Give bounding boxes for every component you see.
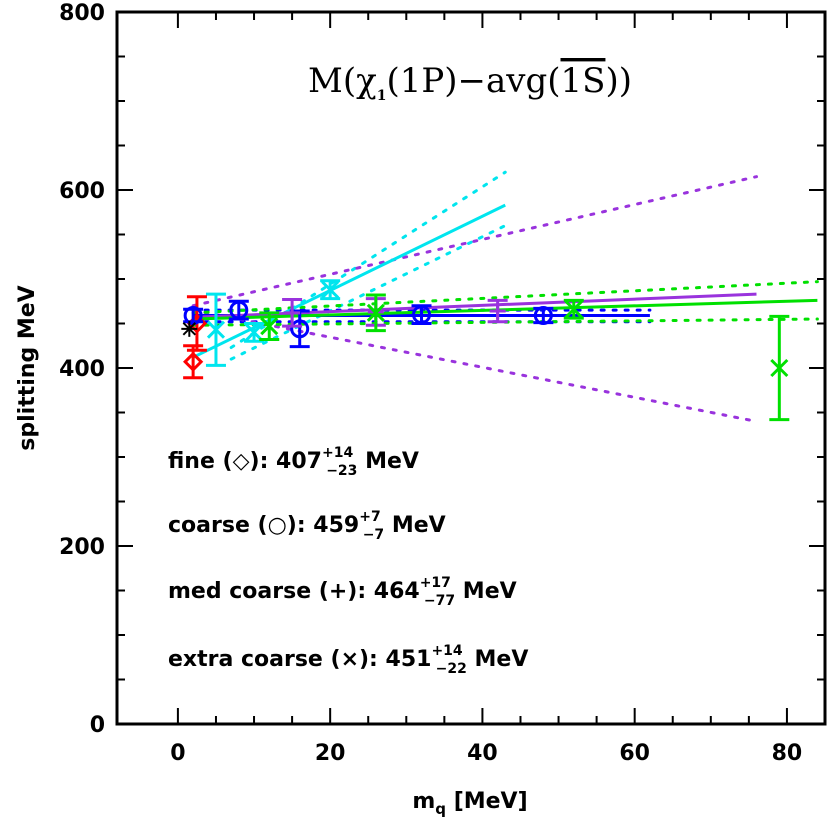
- y-tick-label: 800: [59, 1, 105, 26]
- superfine-point: [320, 279, 341, 301]
- x-tick-labels: 0 20 40 60 80: [170, 741, 802, 766]
- coarse-point: [411, 304, 432, 325]
- x-axis-title: mq [MeV]: [412, 789, 527, 818]
- x-tick-label: 20: [315, 741, 346, 766]
- y-tick-label: 0: [90, 713, 105, 738]
- x-tick-label: 60: [619, 741, 650, 766]
- y-axis-title: splitting MeV: [15, 285, 40, 450]
- fit-annotation: fine (◇): 407+14−23 MeV: [168, 445, 419, 479]
- y-tick-labels: 0 200 400 600 800: [59, 1, 105, 738]
- superfine-fit-band: [229, 224, 507, 361]
- data-points: [181, 279, 790, 422]
- x-tick-label: 80: [772, 741, 803, 766]
- y-tick-label: 400: [59, 357, 105, 382]
- med_coarse-fit-band: [191, 308, 758, 423]
- extra_coarse-point: [259, 311, 280, 342]
- extra_coarse-fit-band: [191, 280, 819, 315]
- chart-title: M(χ1(1P)−avg(1S)): [308, 61, 632, 104]
- fit-lines: [192, 203, 818, 359]
- y-tick-label: 600: [59, 179, 105, 204]
- med_coarse-fit-band: [191, 175, 758, 308]
- extra_coarse-point: [769, 314, 790, 422]
- axis-ticks: [117, 11, 825, 725]
- y-tick-label: 200: [59, 535, 105, 560]
- fit-annotation: med coarse (+): 464+17−77 MeV: [168, 575, 517, 609]
- superfine-point: [244, 322, 265, 343]
- x-tick-label: 0: [170, 741, 185, 766]
- extra_coarse-point: [365, 293, 386, 333]
- coarse-point: [533, 305, 554, 325]
- fit-annotations: fine (◇): 407+14−23 MeV coarse (○): 459+7…: [168, 445, 528, 677]
- coarse-point: [183, 305, 204, 325]
- extrapolated-point: [181, 320, 198, 337]
- superfine-fit-line: [192, 203, 506, 359]
- superfine-point: [205, 292, 226, 367]
- fit-annotation: coarse (○): 459+7−7 MeV: [168, 509, 446, 543]
- plot-frame: [115, 10, 827, 726]
- med_coarse-point: [282, 297, 303, 328]
- x-tick-label: 40: [467, 741, 498, 766]
- med_coarse-point: [487, 298, 508, 324]
- coarse-point: [228, 299, 249, 321]
- fit-annotation: extra coarse (×): 451+14−22 MeV: [168, 643, 528, 677]
- extra_coarse-point: [563, 298, 584, 320]
